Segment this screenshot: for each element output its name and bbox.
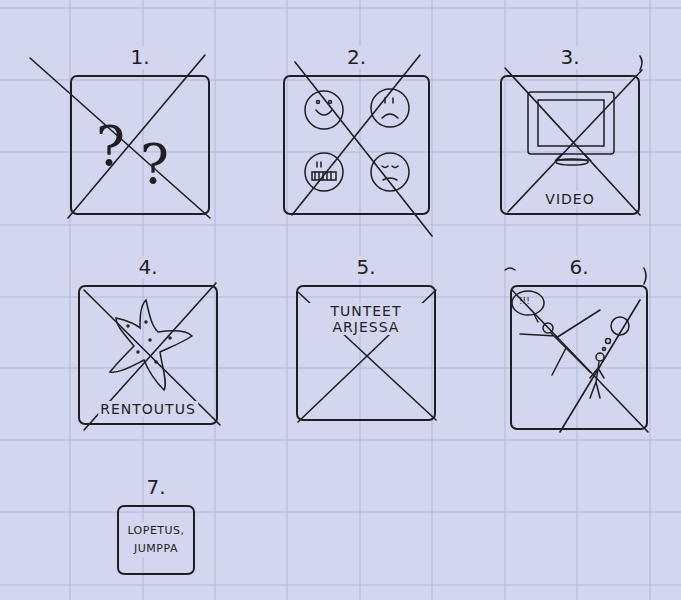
scene-box: 4.RENTOUTUS [78, 285, 218, 425]
scene-number: 2. [345, 46, 368, 69]
scene-number: 4. [136, 256, 159, 279]
scene-caption: VIDEO [543, 191, 596, 207]
scene-box: 3.VIDEO [500, 75, 640, 215]
scene-caption: LOPETUS, JUMPPA [123, 522, 189, 557]
video-screen [528, 92, 614, 165]
exclamation-text: !!! [519, 297, 530, 306]
starfish-drawing [110, 300, 192, 390]
scene-number: 5. [354, 256, 377, 279]
small-scene-box: 7.LOPETUS, JUMPPA [117, 505, 195, 575]
scene-number: 3. [558, 46, 581, 69]
scene-caption: TUNTEET ARJESSA [309, 303, 423, 335]
scene-box: 5.TUNTEET ARJESSA [296, 285, 436, 421]
scene-number: 7. [144, 476, 167, 499]
scene-box: 2. [283, 75, 430, 215]
scene-box: 6. [510, 285, 648, 430]
cross-out-lines [30, 55, 648, 432]
scene-number: 1. [128, 46, 151, 69]
scene-caption: RENTOUTUS [98, 401, 198, 417]
scene-number: 6. [567, 256, 590, 279]
question-mark: ? [96, 120, 125, 174]
people-figures [512, 291, 629, 398]
emotion-faces [305, 89, 409, 191]
question-mark: ? [140, 138, 169, 192]
